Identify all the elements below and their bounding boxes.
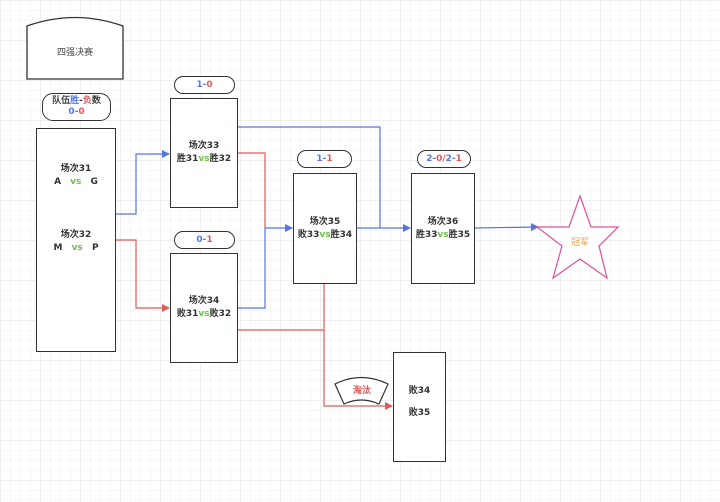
match36-vs: vs: [437, 229, 449, 240]
record-win: 2: [426, 153, 433, 164]
match34-left: 败31: [176, 309, 199, 319]
record-separator: /: [442, 153, 446, 164]
edge-36-to-champion: [474, 223, 539, 232]
match35-vs: vs: [319, 229, 331, 240]
match34-right: 败32: [209, 309, 232, 319]
edge-r1-to-34: [116, 239, 170, 312]
match33-right: 胜32: [209, 154, 232, 164]
match35-left: 败33: [297, 229, 320, 240]
record-dash: -: [202, 234, 207, 245]
title-box-shape: [26, 16, 124, 80]
legend-win: 胜: [70, 96, 80, 106]
eliminated-item: 败35: [408, 408, 431, 418]
match36-right: 胜35: [448, 229, 471, 240]
match35-box: 场次35 败33vs胜34: [293, 173, 357, 284]
match33-record: 1-0: [174, 76, 235, 94]
record-loss: 1: [326, 153, 333, 164]
eliminated-box: 败34 败35: [393, 352, 446, 462]
match32-team2: P: [91, 243, 99, 253]
legend-record-dash: -: [74, 107, 79, 117]
elimination-banner-shape: [334, 376, 389, 405]
match33-name: 场次33: [188, 141, 220, 151]
match31-team2: G: [90, 177, 98, 187]
match31: 场次31 A vs G: [54, 163, 98, 189]
record-loss: 1: [455, 153, 462, 164]
legend-line1: 队伍胜-负数: [52, 96, 101, 107]
title-label: 四强决赛: [56, 48, 93, 58]
match33-left: 胜31: [176, 154, 199, 164]
legend-line2: 0-0: [68, 107, 84, 118]
elimination-banner-label: 淘汰: [352, 386, 371, 396]
record-loss: 1: [206, 234, 213, 245]
match34-box: 场次34 败31vs败32: [170, 253, 238, 363]
edge-35-to-elim: [323, 284, 393, 410]
record-loss: 0: [206, 79, 213, 90]
edge-34-to-35: [238, 224, 293, 309]
match31-vs: vs: [70, 177, 82, 187]
match31-name: 场次31: [60, 164, 92, 174]
round1-box: 场次31 A vs G 场次32 M vs P: [36, 128, 116, 352]
match36-left: 胜33: [415, 229, 438, 240]
record-dash: -: [322, 153, 327, 164]
champion-star: [535, 194, 620, 280]
match36-record: 2-0/2-1: [417, 150, 471, 168]
edge-33-to-36: [238, 126, 381, 228]
eliminated-item: 败34: [408, 386, 431, 396]
record-win: 2: [445, 153, 452, 164]
match32-team1: M: [53, 243, 63, 253]
record-win: 0: [196, 234, 203, 245]
record-win: 1: [316, 153, 323, 164]
match35-name: 场次35: [309, 216, 341, 227]
match36-box: 场次36 胜33vs胜35: [411, 173, 475, 284]
match34-record: 0-1: [174, 231, 235, 249]
legend-prefix: 队伍: [52, 96, 71, 106]
legend-record-win: 0: [68, 107, 75, 117]
edge-33-to-35: [238, 152, 266, 228]
record-loss: 0: [436, 153, 443, 164]
match34-name: 场次34: [188, 296, 220, 306]
legend-suffix: 数: [91, 96, 101, 106]
legend-loss: 负: [82, 96, 92, 106]
match32: 场次32 M vs P: [53, 229, 98, 255]
record-dash: -: [202, 79, 207, 90]
match34-vs: vs: [198, 309, 210, 319]
match36-name: 场次36: [427, 216, 459, 227]
match35-record: 1-1: [297, 150, 352, 168]
record-dash: -: [432, 153, 437, 164]
match33-vs: vs: [198, 154, 210, 164]
legend-dash: -: [79, 96, 83, 106]
champion-label: 冠军: [570, 238, 589, 248]
match32-name: 场次32: [60, 230, 92, 240]
legend-record-loss: 0: [78, 107, 85, 117]
match35-right: 胜34: [330, 229, 353, 240]
legend-pill: 队伍胜-负数 0-0: [42, 93, 111, 121]
edge-r1-to-33: [116, 150, 170, 215]
match33-box: 场次33 胜31vs胜32: [170, 98, 238, 208]
match31-team1: A: [54, 177, 62, 187]
record-dash: -: [451, 153, 456, 164]
record-win: 1: [196, 79, 203, 90]
match32-vs: vs: [71, 243, 83, 253]
